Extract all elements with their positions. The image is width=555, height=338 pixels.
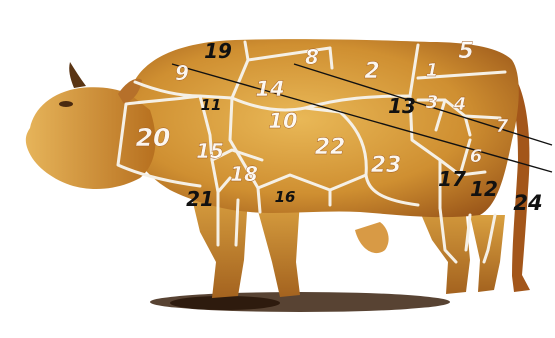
cut-label-15: 15 xyxy=(196,139,224,163)
cut-label-21: 21 xyxy=(186,187,214,211)
cut-label-4: 4 xyxy=(453,94,467,115)
cut-label-24: 24 xyxy=(513,191,542,215)
cut-label-5: 5 xyxy=(458,39,473,64)
cut-label-9: 9 xyxy=(175,61,189,85)
cut-label-10: 10 xyxy=(268,109,297,133)
cut-label-12: 12 xyxy=(470,177,498,201)
cut-label-3: 3 xyxy=(426,92,439,113)
cut-label-7: 7 xyxy=(496,116,509,137)
cut-label-18: 18 xyxy=(230,162,258,186)
cut-label-22: 22 xyxy=(315,135,346,160)
cut-label-8: 8 xyxy=(305,45,319,69)
cut-label-17: 17 xyxy=(438,167,466,191)
cut-label-20: 20 xyxy=(136,123,171,152)
cut-label-13: 13 xyxy=(388,94,416,118)
cut-label-11: 11 xyxy=(201,96,222,114)
cut-label-2: 2 xyxy=(364,59,379,84)
cut-label-23: 23 xyxy=(371,153,402,178)
cut-label-16: 16 xyxy=(275,188,296,206)
ground-shadow-front xyxy=(170,296,280,310)
cut-label-1: 1 xyxy=(426,60,439,81)
cut-label-6: 6 xyxy=(470,146,483,167)
cut-label-19: 19 xyxy=(204,39,232,63)
eye xyxy=(59,101,73,107)
cut-label-14: 14 xyxy=(255,77,284,101)
